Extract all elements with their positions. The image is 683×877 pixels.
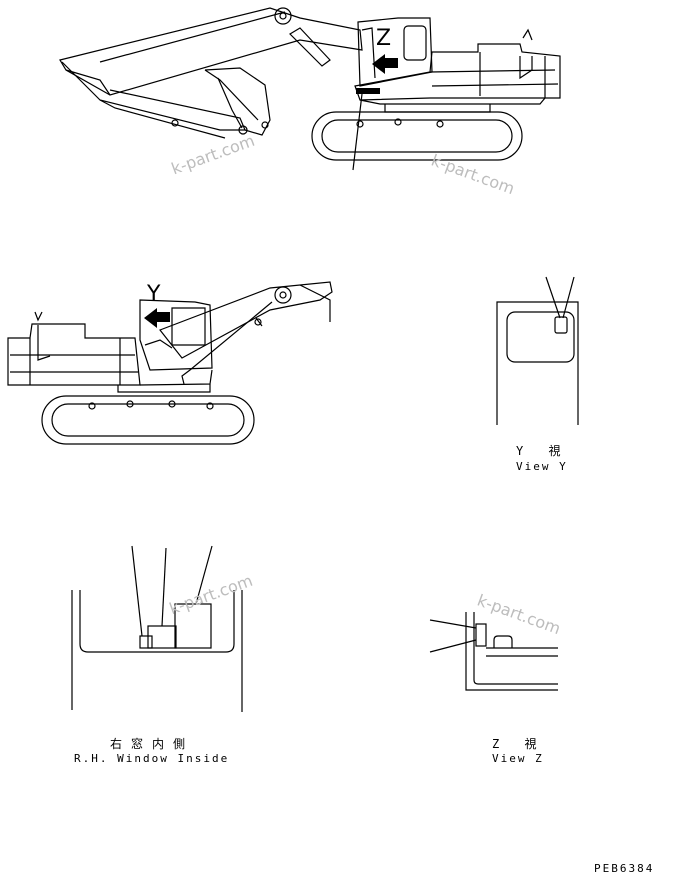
- view-y-caption-jp: Y 視: [516, 444, 570, 458]
- rh-window-caption-en: R.H. Window Inside: [74, 752, 230, 765]
- view-z-caption-jp: Z 視: [492, 737, 546, 751]
- view-y-caption-en: View Y: [516, 460, 568, 473]
- part-code: PEB6384: [594, 862, 655, 875]
- view-z-caption-en: View Z: [492, 752, 544, 765]
- view-z-detail: [429, 612, 558, 691]
- z-view-marker: Z: [376, 26, 392, 51]
- rh-window-detail: [71, 545, 243, 712]
- rh-window-caption-jp: 右窓内側: [110, 737, 195, 751]
- excavator-top-view: [59, 7, 561, 171]
- excavator-middle-view: [7, 281, 333, 445]
- y-view-marker: Y: [147, 282, 161, 307]
- view-y-detail: [496, 276, 579, 425]
